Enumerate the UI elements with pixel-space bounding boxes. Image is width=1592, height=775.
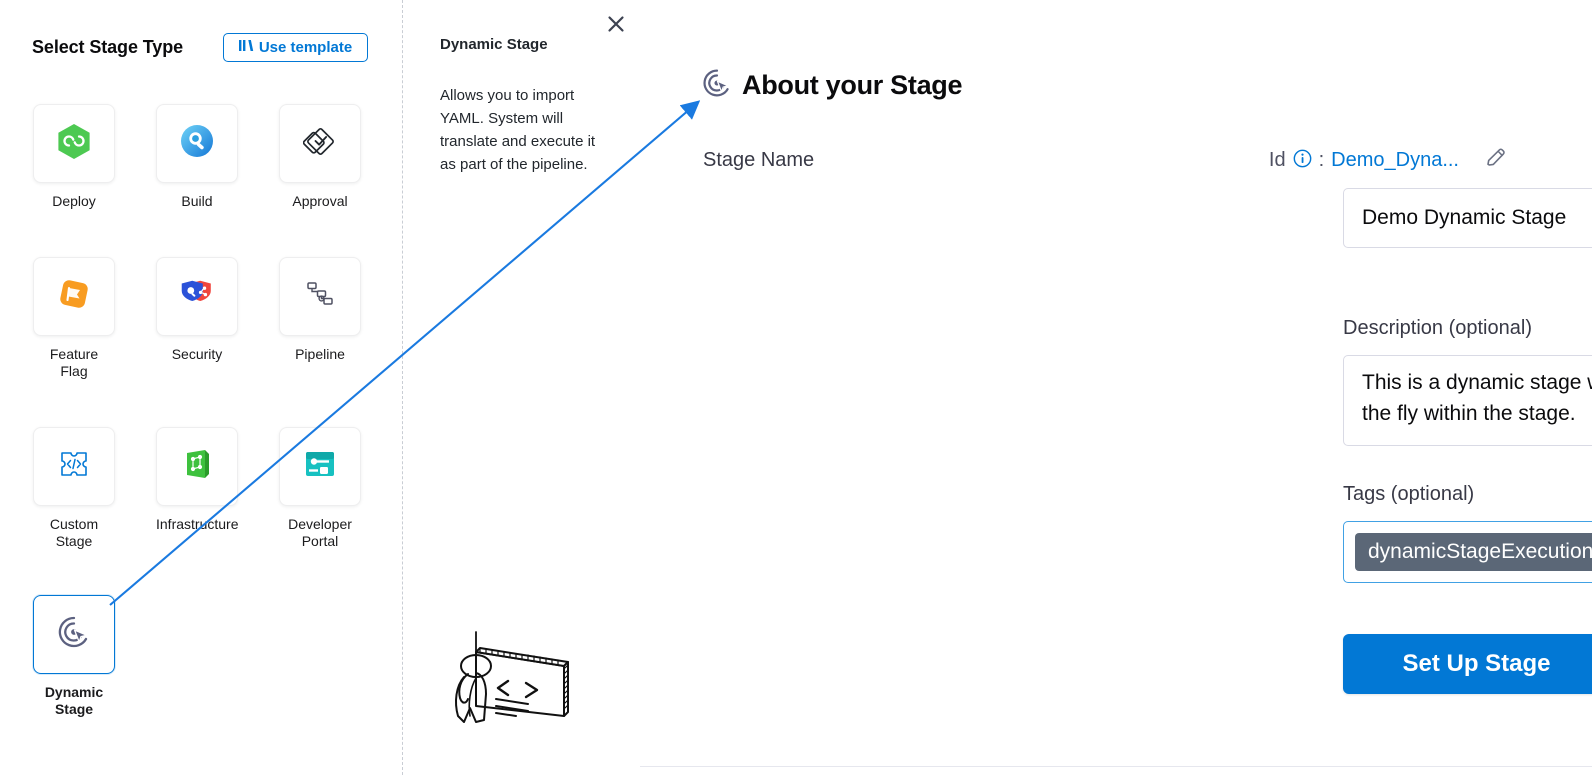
description-textarea[interactable]: This is a dynamic stage which allows you…	[1343, 355, 1592, 446]
stage-type-approval[interactable]: Approval	[279, 104, 361, 210]
stage-type-label: Pipeline	[295, 346, 345, 362]
stage-card[interactable]	[279, 104, 361, 183]
stage-id-separator: :	[1318, 149, 1325, 171]
tag-label: dynamicStageExecution	[1368, 540, 1592, 563]
bottom-divider	[640, 766, 1592, 767]
stage-card[interactable]	[33, 257, 115, 336]
developer-portal-icon	[304, 449, 336, 484]
stage-type-row-4: Dynamic Stage	[33, 595, 115, 718]
stage-type-label: Infrastructure	[156, 516, 239, 532]
feature-flag-icon	[57, 277, 91, 316]
use-template-button[interactable]: Use template	[223, 33, 368, 62]
build-magnifier-icon	[180, 124, 214, 163]
stage-type-label: Security	[171, 346, 223, 362]
stage-type-label: Custom Stage	[49, 516, 99, 549]
deploy-hexagon-icon	[57, 123, 91, 165]
stage-type-custom-stage[interactable]: Custom Stage	[33, 427, 115, 550]
stage-card[interactable]	[156, 104, 238, 183]
stage-type-label: Developer Portal	[288, 516, 352, 549]
close-button[interactable]	[604, 14, 628, 38]
dynamic-stage-target-cursor-icon	[702, 68, 732, 103]
about-stage-heading: About your Stage	[742, 70, 963, 100]
set-up-stage-button[interactable]: Set Up Stage	[1343, 634, 1592, 694]
custom-stage-code-icon	[59, 449, 89, 484]
pipeline-nodes-icon	[304, 279, 336, 314]
stage-type-pipeline[interactable]: Pipeline	[279, 257, 361, 380]
tags-label: Tags (optional)	[1343, 483, 1475, 505]
stage-card[interactable]	[279, 427, 361, 506]
edit-id-button[interactable]	[1484, 146, 1508, 175]
stage-type-row-2: Feature Flag	[33, 257, 361, 380]
stage-id-value[interactable]: Demo_Dyna...	[1331, 149, 1459, 171]
stage-type-row-1: Deploy	[33, 104, 361, 210]
stage-card[interactable]	[33, 427, 115, 506]
stage-type-deploy[interactable]: Deploy	[33, 104, 115, 210]
use-template-label: Use template	[258, 39, 353, 56]
page-title: Select Stage Type	[32, 37, 184, 57]
stage-name-row: Stage Name Id : Demo_Dyna...	[703, 146, 1508, 175]
stage-info-description: Allows you to import YAML. System will t…	[440, 87, 596, 173]
description-label: Description (optional)	[1343, 317, 1532, 339]
stage-card[interactable]	[33, 104, 115, 183]
stage-name-input[interactable]	[1343, 188, 1592, 248]
close-icon	[607, 15, 625, 38]
stage-card[interactable]	[156, 257, 238, 336]
stage-type-dynamic-stage[interactable]: Dynamic Stage	[33, 595, 115, 718]
stage-type-build[interactable]: Build	[156, 104, 238, 210]
stage-type-header: Select Stage Type Use template	[32, 33, 372, 65]
stage-type-developer-portal[interactable]: Developer Portal	[279, 427, 361, 550]
stage-name-label: Stage Name	[703, 149, 815, 171]
pencil-icon	[1484, 146, 1508, 175]
stage-id-group: Id : Demo_Dyna...	[1269, 146, 1508, 175]
approval-check-diamond-icon	[302, 124, 337, 163]
about-stage-form: About your Stage Stage Name Id : Demo_Dy…	[640, 0, 1592, 775]
stage-id-label: Id	[1268, 149, 1286, 171]
about-stage-header: About your Stage	[702, 68, 963, 103]
stage-type-label: Feature Flag	[49, 346, 99, 379]
stage-type-label: Build	[181, 193, 213, 209]
template-bars-icon	[238, 39, 254, 57]
tag-chip[interactable]: dynamicStageExecution ✕	[1355, 533, 1592, 571]
person-presenting-code-screen-illustration	[450, 620, 585, 730]
security-shields-icon	[180, 280, 214, 313]
stage-type-panel: Select Stage Type Use template	[0, 0, 403, 775]
stage-info-title: Dynamic Stage	[440, 36, 548, 53]
dynamic-stage-card[interactable]	[33, 595, 115, 674]
tags-input[interactable]: dynamicStageExecution ✕	[1343, 521, 1592, 583]
info-circle-icon[interactable]	[1293, 149, 1312, 173]
stage-card[interactable]	[156, 427, 238, 506]
stage-type-label: Dynamic Stage	[44, 684, 104, 717]
stage-type-label: Approval	[292, 193, 348, 209]
stage-type-feature-flag[interactable]: Feature Flag	[33, 257, 115, 380]
stage-type-label: Deploy	[52, 193, 96, 209]
stage-card[interactable]	[279, 257, 361, 336]
stage-type-security[interactable]: Security	[156, 257, 238, 380]
stage-type-infrastructure[interactable]: Infrastructure	[156, 427, 238, 550]
dynamic-stage-target-cursor-icon	[57, 615, 91, 654]
stage-type-row-3: Custom Stage	[33, 427, 361, 550]
infrastructure-cube-icon	[182, 448, 212, 485]
